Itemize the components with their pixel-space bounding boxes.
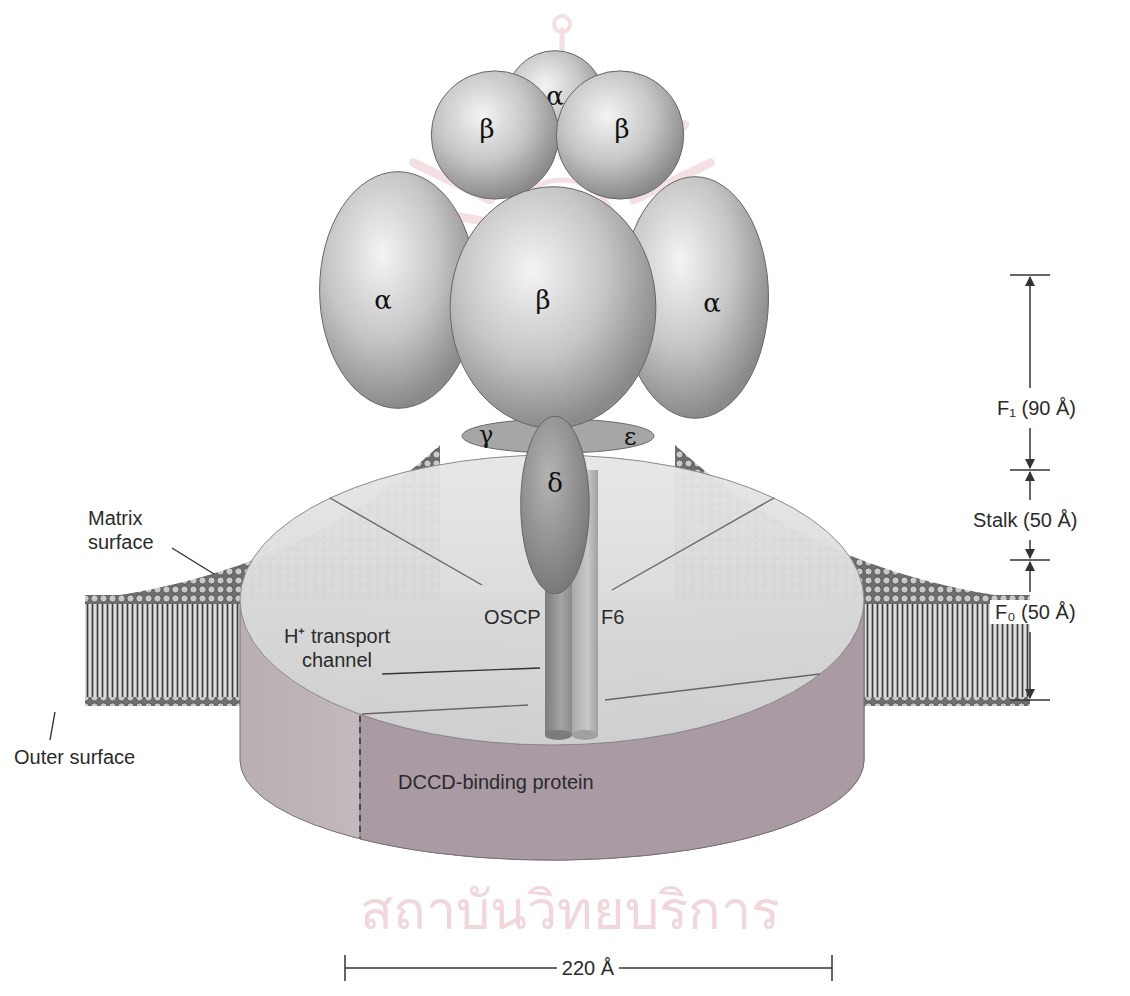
- delta-subunit: δ: [520, 415, 590, 595]
- sector-dashed-line: [359, 716, 361, 838]
- membrane-label: Outer surface: [14, 745, 135, 769]
- subunit-label: α: [374, 287, 392, 313]
- beta-subunit: β: [555, 70, 685, 200]
- subunit-label: β: [614, 116, 629, 142]
- part-label: H⁺ transport channel: [262, 624, 412, 672]
- beta-subunit-outline: [556, 71, 683, 199]
- part-label: OSCP: [484, 605, 541, 629]
- lipid-heads-left-top: [85, 595, 260, 604]
- matrix-surface-leader: [172, 548, 214, 574]
- dimension-label: 220 Å: [557, 956, 619, 980]
- sector-lines: [612, 498, 774, 590]
- height-dimensions: [1010, 559, 1050, 561]
- lipid-heads-left-bottom: [85, 697, 260, 706]
- subunit-label: γ: [479, 421, 493, 450]
- watermark-text: สถาบันวิทยบริการ: [360, 878, 780, 943]
- delta-subunit-outline: [518, 409, 592, 601]
- dimension-label: F₀ (50 Å): [990, 600, 1081, 624]
- dimension-label: Stalk (50 Å): [968, 508, 1082, 532]
- dimension-label: Stalk (50 Å): [968, 508, 1082, 532]
- height-dimensions: [1010, 275, 1050, 700]
- beta-subunit-outline: [431, 71, 558, 199]
- part-label: F6: [601, 605, 624, 629]
- sector-lines: [605, 674, 820, 700]
- beta-subunit: β: [448, 185, 658, 430]
- beta-subunit-outline: [450, 187, 656, 429]
- height-dimensions: [1029, 540, 1031, 558]
- width-dimension: [345, 955, 832, 981]
- membrane-label: Matrix surface: [88, 506, 183, 554]
- watermark-emblem: [554, 16, 570, 32]
- height-dimensions: [1029, 428, 1031, 468]
- dimension-label: F₁ (90 Å): [992, 396, 1081, 420]
- membrane-label: Matrix surface: [88, 506, 183, 554]
- height-dimensions: [1010, 274, 1050, 276]
- dimension-label: F₀ (50 Å): [990, 600, 1081, 624]
- subunit-label: γ: [479, 421, 493, 450]
- height-dimensions: [1029, 562, 1031, 592]
- alpha-subunit-outline: [622, 177, 769, 419]
- dimension-label: F₁ (90 Å): [992, 396, 1081, 420]
- part-label: OSCP: [484, 605, 541, 629]
- height-dimensions: [1010, 469, 1050, 471]
- part-label: H⁺ transport channel: [262, 624, 412, 672]
- part-label: F6: [601, 605, 624, 629]
- outer-surface-leader: [50, 712, 55, 740]
- subunit-label: ε: [624, 423, 636, 452]
- subunit-label: β: [535, 287, 550, 313]
- oscp-rod-end: [545, 730, 572, 740]
- sector-lines: [362, 705, 528, 714]
- channel-leader: [382, 668, 540, 674]
- height-dimensions: [1029, 277, 1031, 388]
- lipid-heads-right-bottom: [845, 697, 1030, 706]
- subunit-label: ε: [624, 423, 636, 452]
- subunit-label: α: [703, 290, 721, 316]
- height-dimensions: [1029, 472, 1031, 500]
- delta-subunit-shape: [520, 415, 590, 595]
- beta-subunit-shape: [448, 185, 658, 430]
- subunit-label: δ: [547, 470, 563, 496]
- width-dimension: [344, 955, 346, 981]
- height-dimensions: [1029, 632, 1031, 698]
- lipid-tails-left: [85, 600, 260, 705]
- beta-subunit-shape: [430, 70, 560, 200]
- f6-rod-end: [572, 730, 598, 740]
- sector-lines: [330, 498, 482, 585]
- leader-lines: [50, 548, 540, 740]
- beta-subunit: β: [430, 70, 560, 200]
- watermark-text: สถาบันวิทยบริการ: [360, 878, 780, 943]
- part-label: DCCD-binding protein: [398, 770, 594, 794]
- height-dimensions: [1010, 699, 1050, 701]
- width-dimension: [831, 955, 833, 981]
- dimension-label: 220 Å: [557, 956, 619, 980]
- membrane-label: Outer surface: [14, 745, 135, 769]
- subunit-label: β: [479, 116, 494, 142]
- part-label: DCCD-binding protein: [398, 770, 594, 794]
